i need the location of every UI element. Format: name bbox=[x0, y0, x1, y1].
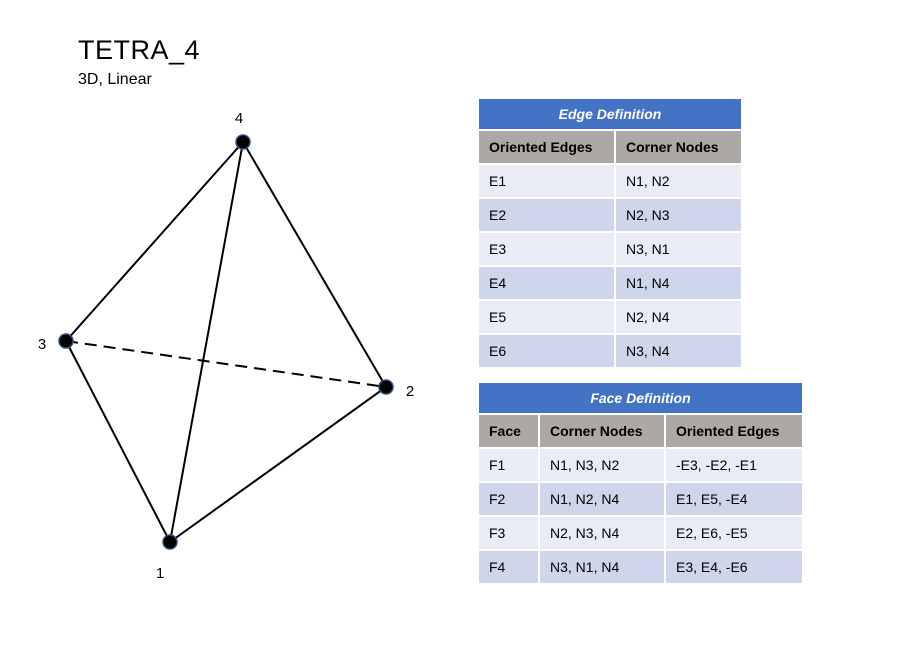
table-cell: N1, N4 bbox=[616, 267, 741, 301]
table-cell: N1, N2, N4 bbox=[540, 483, 666, 517]
table-cell: F4 bbox=[479, 551, 540, 585]
table-cell: E3, E4, -E6 bbox=[666, 551, 802, 585]
node-label-1: 1 bbox=[156, 565, 164, 582]
tetrahedron-diagram: 1 2 3 4 bbox=[38, 110, 414, 582]
face-table-header-face: Face bbox=[479, 415, 540, 449]
table-row: F2 N1, N2, N4 E1, E5, -E4 bbox=[479, 483, 802, 517]
node-label-3: 3 bbox=[38, 336, 46, 353]
table-cell: N3, N1, N4 bbox=[540, 551, 666, 585]
table-row: E1 N1, N2 bbox=[479, 165, 741, 199]
table-cell: N2, N4 bbox=[616, 301, 741, 335]
face-definition-table: Face Definition Face Corner Nodes Orient… bbox=[479, 383, 802, 585]
edge-table-header-oriented-edges: Oriented Edges bbox=[479, 131, 616, 165]
node-label-2: 2 bbox=[406, 383, 414, 400]
table-row: E3 N3, N1 bbox=[479, 233, 741, 267]
table-cell: E4 bbox=[479, 267, 616, 301]
table-cell: E6 bbox=[479, 335, 616, 369]
edge-layer bbox=[65, 141, 387, 543]
table-cell: -E3, -E2, -E1 bbox=[666, 449, 802, 483]
node-layer bbox=[58, 134, 394, 550]
edge-2-4 bbox=[242, 141, 387, 388]
edge-1-2 bbox=[169, 386, 387, 543]
table-cell: F3 bbox=[479, 517, 540, 551]
table-cell: E2 bbox=[479, 199, 616, 233]
node-label-4: 4 bbox=[235, 110, 243, 127]
node-2 bbox=[378, 379, 394, 395]
table-row: E2 N2, N3 bbox=[479, 199, 741, 233]
table-cell: N3, N4 bbox=[616, 335, 741, 369]
table-row: F3 N2, N3, N4 E2, E6, -E5 bbox=[479, 517, 802, 551]
label-layer: 1 2 3 4 bbox=[38, 110, 414, 582]
face-table-header-oriented-edges: Oriented Edges bbox=[666, 415, 802, 449]
table-cell: F2 bbox=[479, 483, 540, 517]
table-cell: E1, E5, -E4 bbox=[666, 483, 802, 517]
table-cell: N2, N3, N4 bbox=[540, 517, 666, 551]
table-cell: E2, E6, -E5 bbox=[666, 517, 802, 551]
face-table-header-corner-nodes: Corner Nodes bbox=[540, 415, 666, 449]
table-cell: N1, N2 bbox=[616, 165, 741, 199]
edge-definition-table: Edge Definition Oriented Edges Corner No… bbox=[479, 99, 741, 369]
edge-table-header-corner-nodes: Corner Nodes bbox=[616, 131, 741, 165]
table-cell: F1 bbox=[479, 449, 540, 483]
node-3 bbox=[58, 333, 74, 349]
table-row: E6 N3, N4 bbox=[479, 335, 741, 369]
table-row: F4 N3, N1, N4 E3, E4, -E6 bbox=[479, 551, 802, 585]
table-cell: E5 bbox=[479, 301, 616, 335]
page-subtitle: 3D, Linear bbox=[78, 71, 152, 88]
table-row: E4 N1, N4 bbox=[479, 267, 741, 301]
table-cell: N1, N3, N2 bbox=[540, 449, 666, 483]
face-table-caption: Face Definition bbox=[479, 383, 802, 415]
table-cell: N3, N1 bbox=[616, 233, 741, 267]
edge-3-4 bbox=[65, 141, 244, 342]
table-cell: E3 bbox=[479, 233, 616, 267]
edge-1-3 bbox=[65, 340, 171, 543]
page-title: TETRA_4 bbox=[78, 35, 201, 65]
edge-3-2-hidden bbox=[65, 340, 387, 388]
table-row: F1 N1, N3, N2 -E3, -E2, -E1 bbox=[479, 449, 802, 483]
node-4 bbox=[235, 134, 251, 150]
edge-table-caption: Edge Definition bbox=[479, 99, 741, 131]
table-cell: E1 bbox=[479, 165, 616, 199]
node-1 bbox=[162, 534, 178, 550]
table-row: E5 N2, N4 bbox=[479, 301, 741, 335]
edge-1-4 bbox=[169, 141, 244, 543]
table-cell: N2, N3 bbox=[616, 199, 741, 233]
